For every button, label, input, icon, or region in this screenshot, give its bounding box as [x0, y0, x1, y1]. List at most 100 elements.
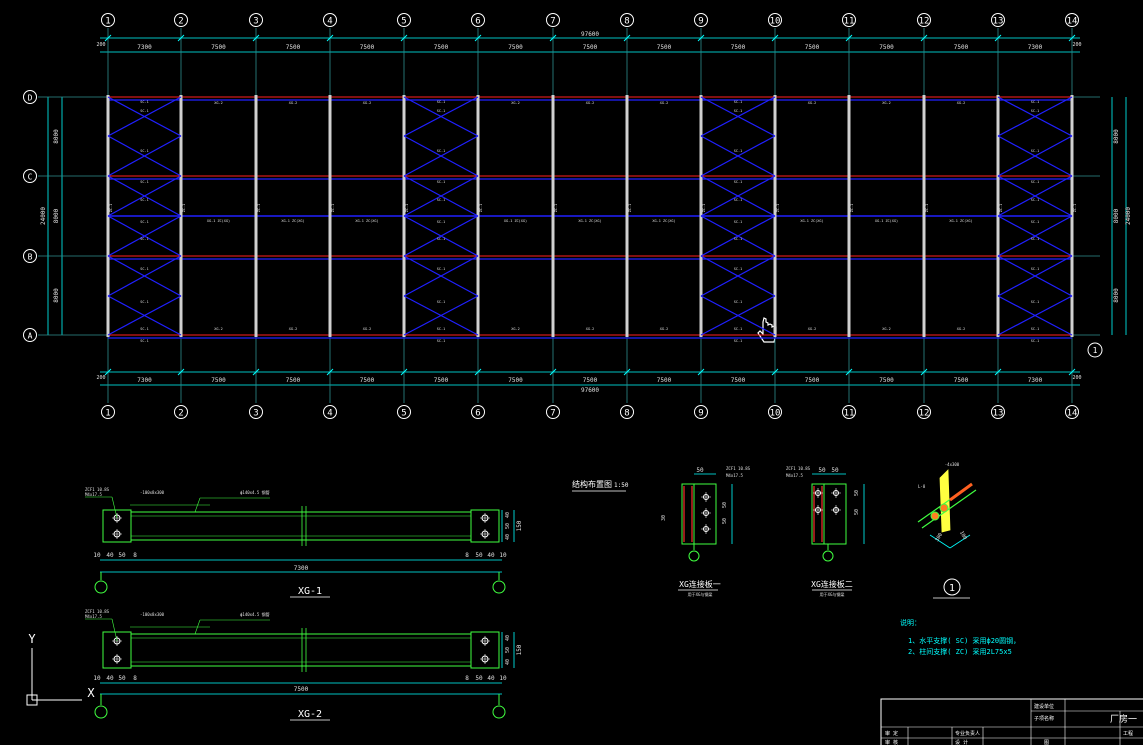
x-brace[interactable]	[997, 255, 1073, 297]
axis-bubble-C[interactable]	[23, 169, 37, 183]
axis-bubble-5[interactable]	[397, 405, 411, 419]
x-brace[interactable]	[403, 135, 479, 177]
xg1-note-a: ZCF1 10.8S	[85, 487, 110, 492]
x-brace[interactable]	[403, 175, 479, 217]
axis-bubble-12[interactable]	[917, 405, 931, 419]
brace-label: SC-1	[437, 267, 445, 271]
x-brace[interactable]	[107, 135, 182, 177]
x-brace[interactable]	[997, 175, 1073, 217]
axis-bubble-8[interactable]	[620, 13, 634, 27]
axis-label-12: 12	[919, 409, 930, 419]
conn1-dim-c: 30	[661, 515, 667, 521]
x-brace[interactable]	[107, 215, 182, 257]
axis-bubble-D[interactable]	[23, 90, 37, 104]
x-brace[interactable]	[700, 175, 776, 217]
xg2-right-dim-2: 40	[487, 675, 495, 682]
dimension-tick	[623, 368, 631, 376]
bay-dim-bottom: 7500	[657, 377, 672, 384]
x-brace[interactable]	[403, 295, 479, 336]
title-approve: 审 定	[885, 730, 898, 737]
axis-bubble-4[interactable]	[323, 405, 337, 419]
title-project-name: 厂房一	[1110, 713, 1137, 725]
x-brace[interactable]	[107, 295, 182, 336]
axis-bubble-3[interactable]	[249, 13, 263, 27]
node-callout-marker[interactable]	[1087, 342, 1103, 358]
xg2-right-dim-0: 8	[465, 675, 469, 682]
brace-label: SC-1	[437, 109, 445, 113]
axis-bubble-4[interactable]	[323, 13, 337, 27]
axis-bubble-1[interactable]	[101, 405, 115, 419]
x-brace[interactable]	[403, 255, 479, 297]
axis-bubble-9[interactable]	[694, 405, 708, 419]
x-brace[interactable]	[107, 175, 182, 217]
axis-bubble-2[interactable]	[174, 13, 188, 27]
bay-dim-bottom: 7500	[211, 377, 226, 384]
axis-label-5: 5	[401, 17, 406, 27]
brace-label: SC-1	[734, 300, 742, 304]
axis-bubble-11[interactable]	[842, 405, 856, 419]
dimension-tick	[845, 34, 853, 42]
tie-label-bottom: XG-2	[808, 327, 816, 331]
xg2-left-dim-0: 10	[93, 675, 101, 682]
brace-label: SC-1	[1031, 237, 1039, 241]
axis-label-4: 4	[327, 409, 332, 419]
axis-bubble-14[interactable]	[1065, 405, 1079, 419]
row-dim-right: 8000	[1113, 129, 1120, 144]
axis-label-11: 11	[844, 409, 855, 419]
axis-bubble-14[interactable]	[1065, 13, 1079, 27]
conn1-title: XG连接板一	[679, 579, 721, 589]
axis-bubble-10[interactable]	[768, 13, 782, 27]
bay-dim-top: 7500	[657, 44, 672, 51]
x-brace[interactable]	[997, 135, 1073, 177]
axis-bubble-11[interactable]	[842, 13, 856, 27]
x-brace[interactable]	[700, 255, 776, 297]
axis-bubble-13[interactable]	[991, 13, 1005, 27]
brace-label: SC-1	[734, 109, 742, 113]
axis-label-9: 9	[698, 409, 703, 419]
xg2-left-dim-2: 50	[118, 675, 126, 682]
axis-bubble-1[interactable]	[101, 13, 115, 27]
axis-bubble-3[interactable]	[249, 405, 263, 419]
x-brace[interactable]	[997, 215, 1073, 257]
axis-bubble-icon	[822, 550, 834, 562]
column-brace-label: ZC-1	[850, 204, 854, 212]
column-brace-label: ZC-1	[925, 204, 929, 212]
xg2-note-a: ZCF1 10.8S	[85, 609, 110, 614]
axis-bubble-9[interactable]	[694, 13, 708, 27]
axis-bubble-12[interactable]	[917, 13, 931, 27]
x-brace[interactable]	[997, 295, 1073, 336]
axis-bubble-7[interactable]	[546, 405, 560, 419]
title-block	[880, 698, 1143, 745]
axis-bubble-5[interactable]	[397, 13, 411, 27]
axis-bubble-6[interactable]	[471, 13, 485, 27]
xg2-right-dim-1: 50	[475, 675, 483, 682]
x-brace[interactable]	[403, 96, 479, 137]
axis-bubble-6[interactable]	[471, 405, 485, 419]
x-brace[interactable]	[107, 255, 182, 297]
node1-note-side: L-8	[918, 484, 926, 489]
conn2-dim-b: 50	[854, 509, 860, 515]
column-brace-label: ZC-1	[1073, 204, 1077, 212]
axis-bubble-8[interactable]	[620, 405, 634, 419]
axis-bubble-A[interactable]	[23, 328, 37, 342]
axis-bubble-B[interactable]	[23, 249, 37, 263]
x-brace[interactable]	[700, 135, 776, 177]
xg1-left-dim-0: 10	[93, 552, 101, 559]
ridge-label: XG-1 ZC(XG)	[578, 219, 601, 223]
x-brace[interactable]	[403, 215, 479, 257]
axis-bubble-7[interactable]	[546, 13, 560, 27]
x-brace[interactable]	[700, 215, 776, 257]
x-brace[interactable]	[997, 96, 1073, 137]
x-brace[interactable]	[700, 96, 776, 137]
axis-bubble-13[interactable]	[991, 405, 1005, 419]
axis-bubble-2[interactable]	[174, 405, 188, 419]
tie-label-bottom: XG-2	[363, 327, 371, 331]
xg2-note-c: -100x8x300	[140, 612, 165, 617]
x-brace[interactable]	[700, 295, 776, 336]
axis-bubble-10[interactable]	[768, 405, 782, 419]
column-brace-label: ZC-1	[331, 204, 335, 212]
xg1-length: 7300	[294, 565, 309, 572]
row-dim-right: 8000	[1113, 208, 1120, 223]
x-brace[interactable]	[107, 96, 182, 137]
